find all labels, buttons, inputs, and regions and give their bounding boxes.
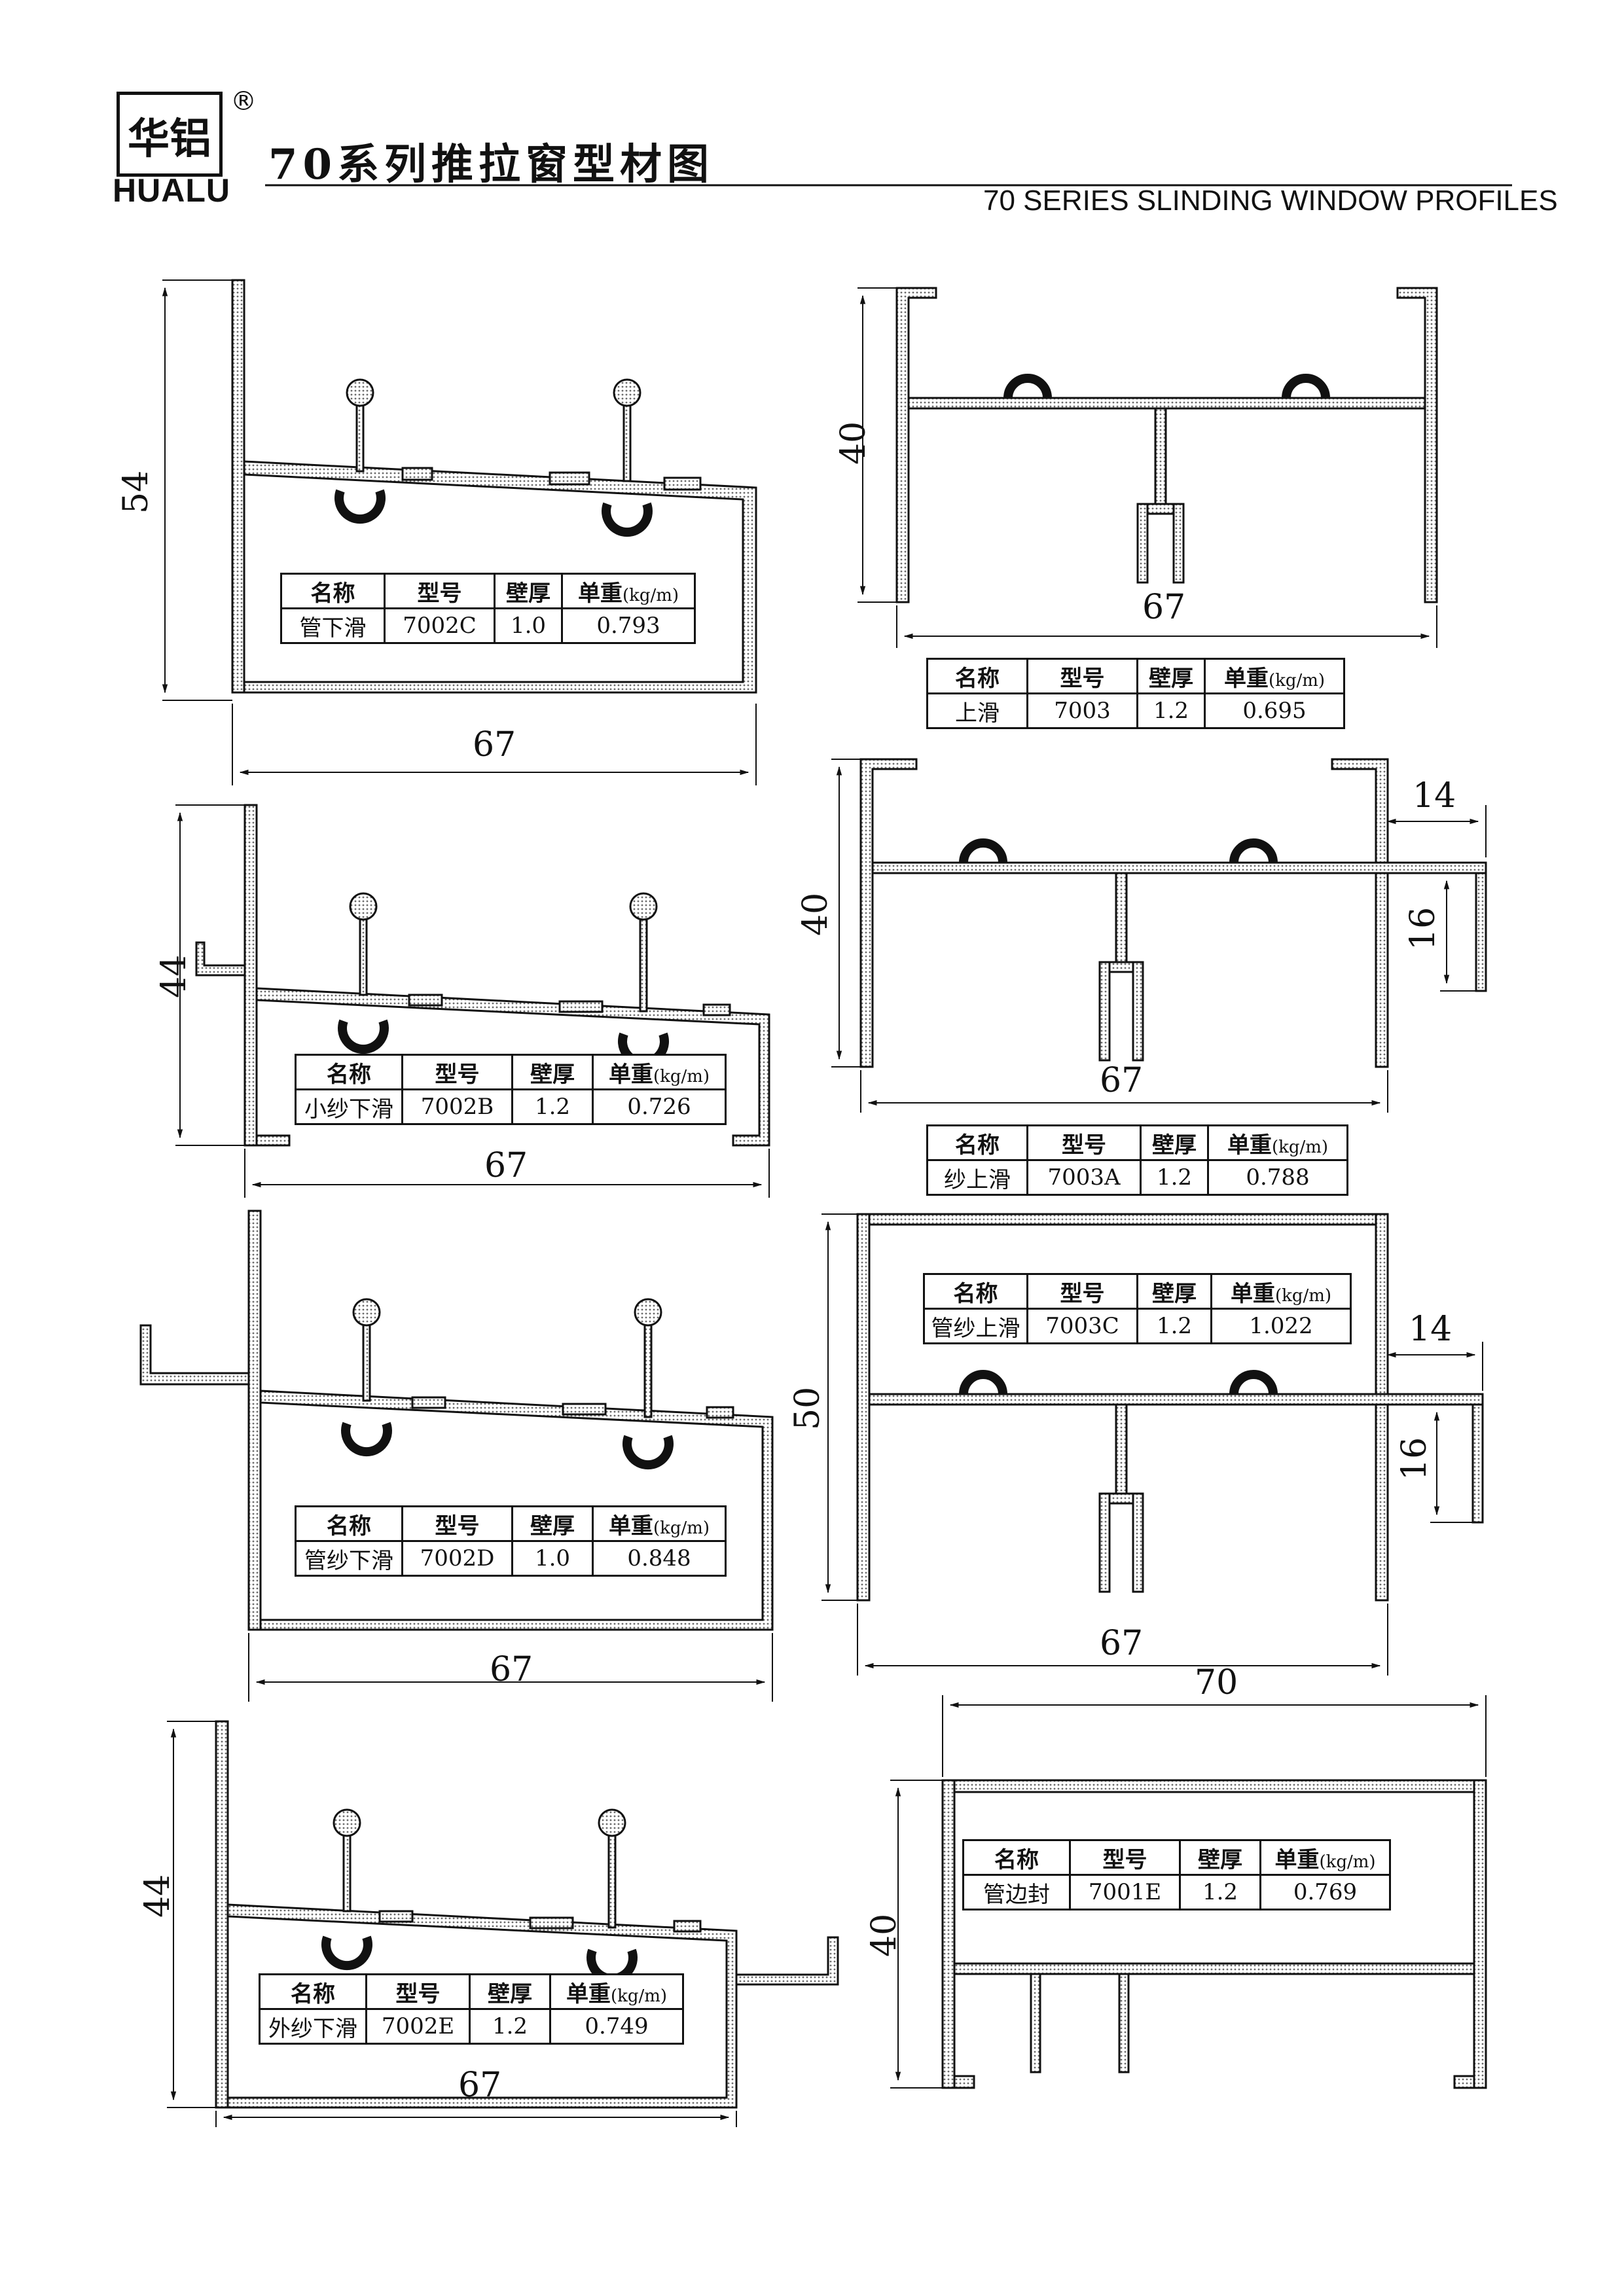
profile-7002d-drawing xyxy=(139,1210,774,1631)
profile-7002b-drawing xyxy=(195,804,770,1147)
profile-7003a-dims xyxy=(831,759,1487,1113)
profile-7002c-drawing xyxy=(231,279,757,694)
profile-7002e-drawing xyxy=(215,1720,839,2109)
profile-7003-dims xyxy=(857,287,1437,648)
profile-7002e-dims xyxy=(167,1721,737,2127)
profile-7003-drawing xyxy=(895,287,1438,603)
profile-7001e-dims xyxy=(890,1695,1487,2089)
profile-7003c-dims xyxy=(821,1213,1483,1676)
profile-7003c-drawing xyxy=(856,1213,1484,1602)
profile-7002d-dims xyxy=(248,1633,773,1702)
profile-7001e-drawing xyxy=(941,1779,1487,2089)
profile-7002c-dims xyxy=(162,279,757,785)
profile-7003a-drawing xyxy=(859,758,1487,1068)
profile-7002b-dims xyxy=(175,804,770,1198)
